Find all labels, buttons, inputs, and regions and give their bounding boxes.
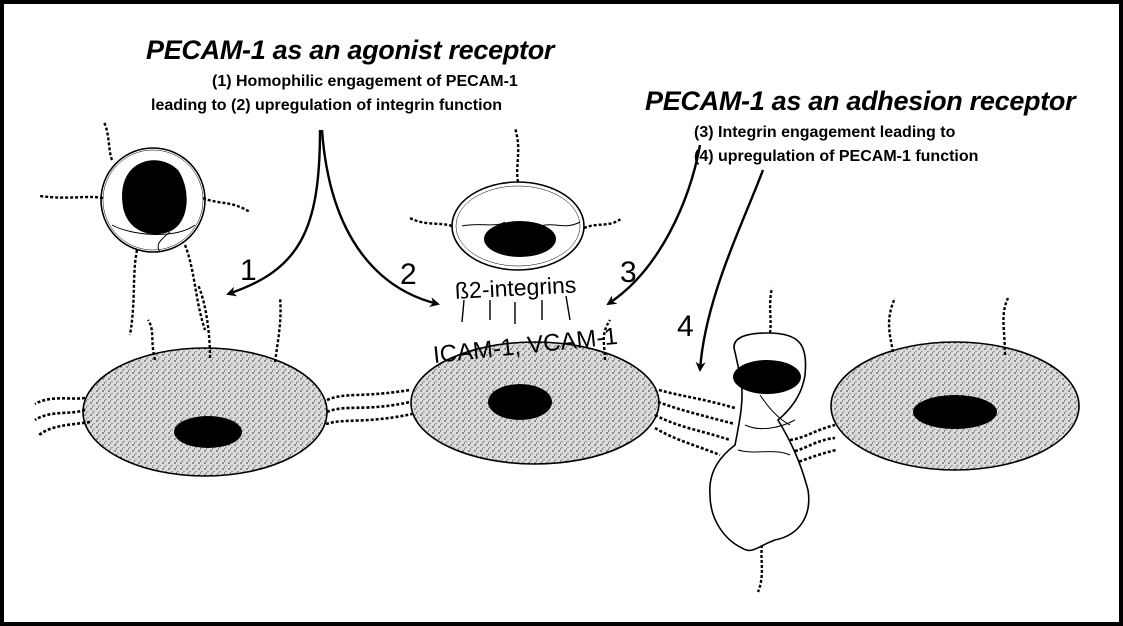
- agonist-line-2: leading to (2) upregulation of integrin …: [151, 96, 502, 116]
- agonist-line-1: (1) Homophilic engagement of PECAM-1: [212, 72, 518, 92]
- adhesion-title: PECAM-1 as an adhesion receptor: [645, 86, 1075, 117]
- endothelial-cell-1: [83, 348, 327, 476]
- endothelial-cell-3: [831, 342, 1079, 470]
- agonist-title: PECAM-1 as an agonist receptor: [146, 35, 554, 66]
- leukocyte-transmigrating: [710, 333, 809, 550]
- step-1-label: 1: [240, 254, 257, 287]
- integrins-label: ß2-integrins: [454, 272, 577, 304]
- leukocyte-flowing: [101, 148, 205, 252]
- step-4-label: 4: [677, 310, 694, 343]
- adhesion-line-2: (4) upregulation of PECAM-1 function: [694, 144, 978, 170]
- arrow-2: [322, 130, 438, 304]
- adhesion-line-1: (3) Integrin engagement leading to: [694, 120, 955, 146]
- step-2-label: 2: [400, 258, 417, 291]
- leukocyte-rolling: [452, 182, 584, 270]
- step-3-label: 3: [620, 256, 637, 289]
